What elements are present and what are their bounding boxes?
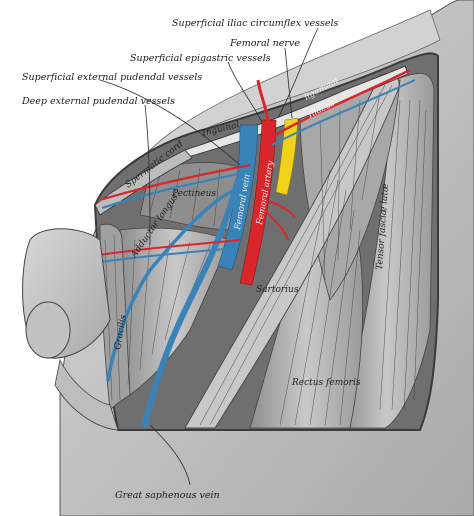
label-sartorius: Sartorius [256,285,299,295]
superficial-external-pudendal-vein [101,170,249,210]
artery-superficial-epigastric [256,79,270,123]
artery-branches-lateral [264,199,296,241]
label-pectineus: Pectineus [171,189,216,199]
label-femoral-nerve: Femoral nerve [229,38,300,49]
scrotum [54,358,119,431]
abdomen-skin [149,9,441,151]
deep-external-pudendal-artery [99,239,241,256]
superficial-external-pudendal-artery [99,163,251,202]
femoral-vein [217,124,259,271]
label-superficial-external-pudendal-vessels: Superficial external pudendal vessels [22,72,202,83]
label-deep-external-pudendal-vessels: Deep external pudendal vessels [21,96,175,107]
spermatic-cord [94,149,193,216]
great-saphenous-vein [142,177,241,428]
great-saphenous-tributary [106,188,237,382]
superficial-iliac-circumflex-vein [271,79,416,146]
muscle-sartorius [184,73,400,429]
label-superficial-iliac-circumflex-vessels: Superficial iliac circumflex vessels [172,18,338,29]
muscle-tensor-fasciae-latae [339,73,435,429]
muscle-fibre-hatching [104,84,427,426]
femoral-nerve [275,117,299,196]
label-rectus-femoris: Rectus femoris [291,378,361,388]
leader-lines [99,27,319,486]
label-great-saphenous-vein: Great saphenous vein [115,490,220,501]
label-superficial-epigastric-vessels: Superficial epigastric vessels [130,53,271,64]
artery-superficial-iliac-circumflex [274,68,411,137]
femoral-artery [239,119,277,286]
glans [25,301,71,359]
deep-external-pudendal-vein [99,247,237,263]
